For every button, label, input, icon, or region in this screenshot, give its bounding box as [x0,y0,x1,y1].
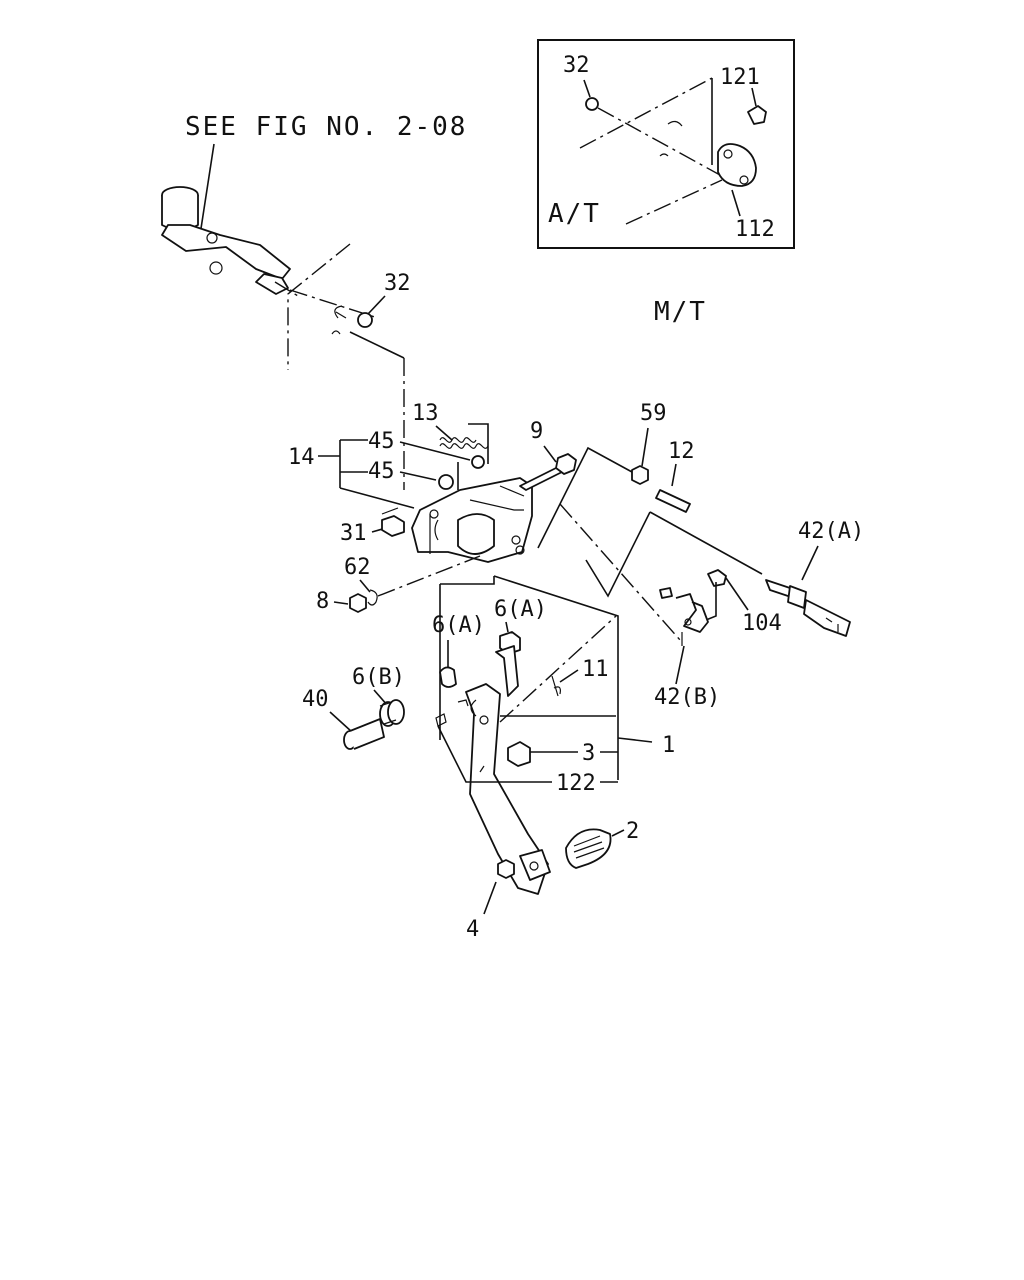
bolt-12 [655,489,691,513]
return-spring-13 [439,437,489,449]
callout-42a: 42(A) [798,519,864,544]
inset-callout-112: 112 [735,217,775,242]
stopper-3 [507,741,531,767]
callout-104: 104 [742,611,782,636]
inset-callout-121: 121 [720,65,760,90]
inset-callout-32: 32 [563,53,590,78]
nut-4 [497,859,515,879]
clutch-master-cylinder [161,186,291,295]
nut-31 [381,515,405,537]
bracket-112 [717,143,757,187]
nut-59 [631,465,649,485]
bushing-45-upper [471,455,485,469]
callout-6a-left: 6(A) [432,613,485,638]
callout-2: 2 [626,819,639,844]
pivot-pin-40 [343,718,385,750]
bushing-45 [438,474,454,490]
callout-9: 9 [530,419,543,444]
callout-45-upper: 45 [368,429,395,454]
screw-104 [707,569,727,587]
bushing-6a-left [439,666,457,688]
callout-6b: 6(B) [352,665,405,690]
nut-32-inset [585,97,599,111]
clutch-switch-42a [765,579,851,637]
callout-45-lower: 45 [368,459,395,484]
clutch-pedal-arm [465,645,551,895]
clip-62 [367,589,378,606]
bushing-6b [379,699,405,727]
pin-11 [551,675,561,697]
variant-label-mt: M/T [654,297,707,327]
callout-62: 62 [344,555,371,580]
inset-border [537,39,795,249]
pedal-pad-2 [565,828,612,869]
clutch-switch-42b [659,587,709,646]
callout-59: 59 [640,401,667,426]
callout-14: 14 [288,445,315,470]
callout-8: 8 [316,589,329,614]
inset-label-at: A/T [548,199,601,229]
callout-32: 32 [384,271,411,296]
pedal-plate [519,849,551,881]
callout-1: 1 [662,733,675,758]
callout-3: 3 [582,741,595,766]
pedal-bracket [411,477,533,563]
callout-13: 13 [412,401,439,426]
nut-32 [357,312,373,328]
callout-4: 4 [466,917,479,942]
at-inset: 32 121 112 A/T [537,39,795,249]
nut-8 [349,593,367,613]
callout-31: 31 [340,521,367,546]
bolt-121 [747,105,767,125]
callout-42b: 42(B) [654,685,720,710]
callout-122: 122 [556,771,596,796]
callout-12: 12 [668,439,695,464]
see-fig-reference: SEE FIG NO. 2-08 [185,112,467,142]
callout-40: 40 [302,687,329,712]
callout-6a-right: 6(A) [494,597,547,622]
callout-11: 11 [582,657,609,682]
